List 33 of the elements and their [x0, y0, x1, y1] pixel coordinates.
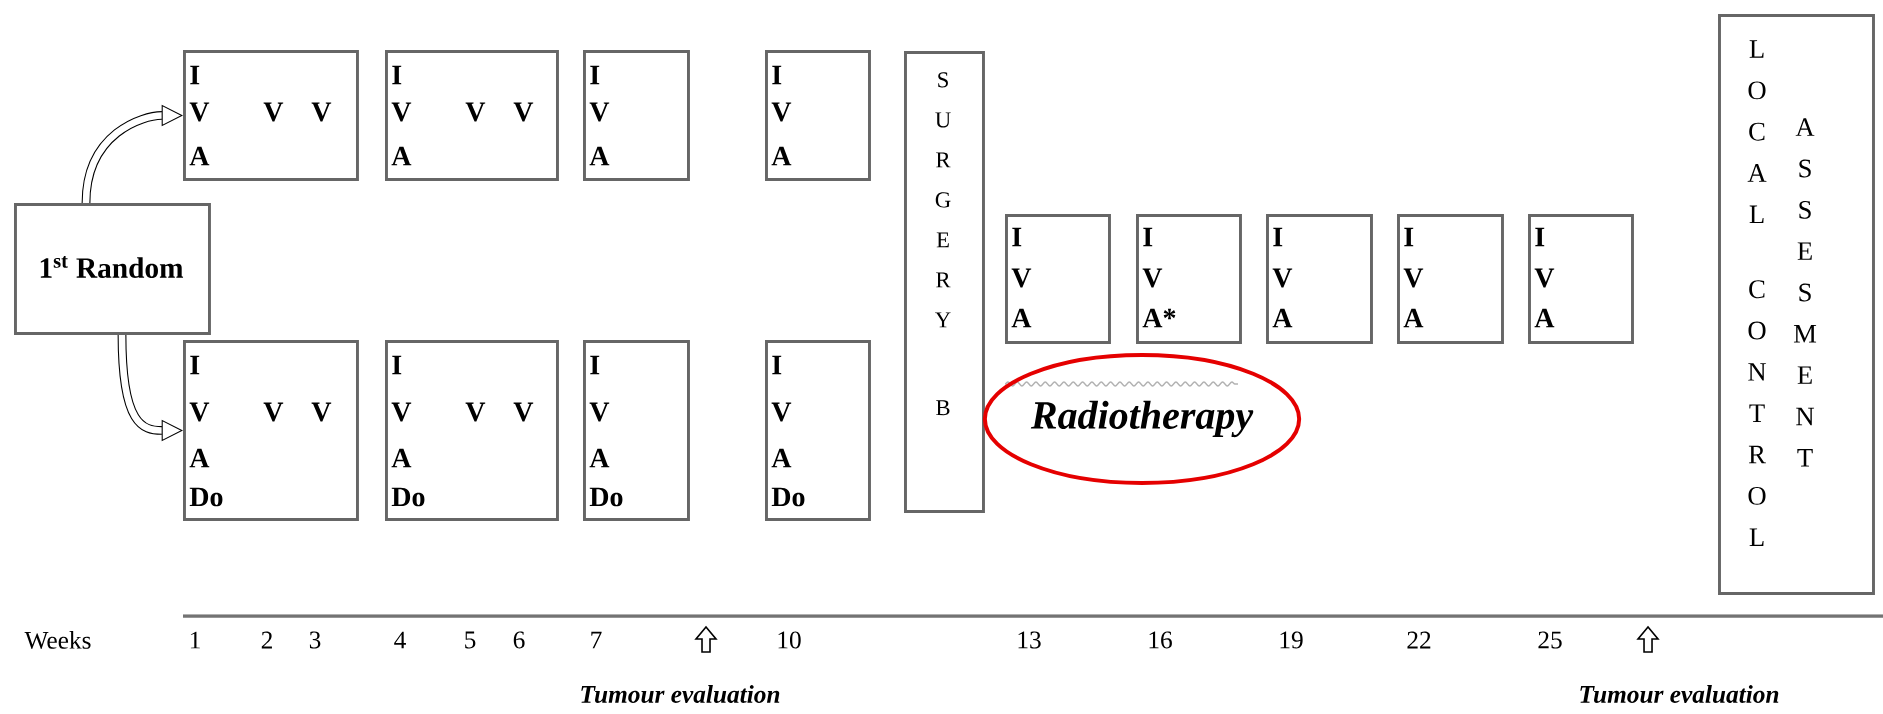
treatment-box: I V A Do	[765, 340, 871, 521]
surgery-box: S U R G E R Y B	[904, 51, 985, 513]
randomisation-box: 1$^{st}$ Random	[14, 203, 211, 335]
week-number: 22	[1407, 631, 1431, 649]
treatment-box: I V A	[1528, 214, 1634, 344]
treatment-box: I V A	[765, 50, 871, 181]
week-number: 10	[778, 631, 801, 649]
week-number: 1	[190, 631, 200, 649]
treatment-box: I V A Do	[583, 340, 690, 521]
week-number: 4	[394, 631, 406, 649]
treatment-box: I V V V A Do	[385, 340, 559, 521]
week-number: 16	[1149, 631, 1172, 649]
treatment-box: I V V V A Do	[183, 340, 359, 521]
curved-arrow	[81, 104, 183, 204]
week-number: 5	[465, 631, 476, 649]
week-number: 13	[1018, 631, 1041, 649]
treatment-box: I V A*	[1136, 214, 1242, 344]
week-number: 3	[309, 631, 321, 649]
axis-title: Weeks	[24, 631, 91, 649]
week-number: 19	[1280, 631, 1303, 649]
treatment-box: I V V V A	[183, 50, 359, 181]
assessment-box: L O C A L C O N T R O L A S S E S M E N T	[1718, 14, 1875, 595]
treatment-box: I V V V A	[385, 50, 559, 181]
treatment-box: I V A	[1266, 214, 1373, 344]
treatment-box: I V A	[1397, 214, 1504, 344]
note-text: Tumour evaluation	[581, 685, 780, 703]
week-number: 25	[1538, 631, 1562, 649]
week-number: 6	[513, 631, 525, 649]
note-text: Tumour evaluation	[1580, 685, 1779, 703]
week-number: 7	[591, 631, 602, 649]
week-number: 2	[261, 631, 272, 649]
treatment-box: I V A	[1005, 214, 1111, 344]
treatment-box: I V A	[583, 50, 690, 181]
